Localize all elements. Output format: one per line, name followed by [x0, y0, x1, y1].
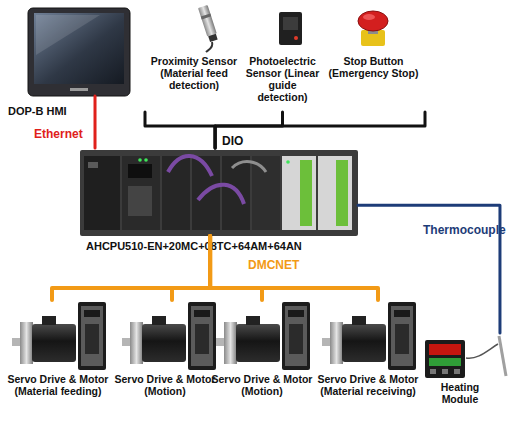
sensor-led [294, 36, 298, 40]
device-node: Stop Button (Emergency Stop) [322, 5, 425, 112]
connection-line [172, 236, 210, 300]
device-node: Servo Drive & Motor (Motion) [115, 300, 215, 420]
plc-rack [80, 150, 358, 236]
controller-key [454, 369, 460, 374]
controller-display [429, 358, 461, 366]
device-label: Servo Drive & Motor (Material receiving) [313, 373, 423, 397]
device-node: Heating Module [422, 333, 510, 408]
device-label: Photoelectric Sensor (Linear guide detec… [243, 55, 322, 103]
device-label: Heating Module [422, 381, 498, 405]
device-node: DOP-B HMI [28, 8, 130, 96]
device-label: Servo Drive & Motor (Motion) [207, 373, 317, 397]
servo-illustration [122, 302, 216, 370]
sensor-nut [201, 13, 211, 19]
device-node: Servo Drive & Motor (Material feeding) [8, 300, 108, 420]
analog-module [318, 156, 352, 230]
device-node: Servo Drive & Motor (Material receiving) [318, 300, 418, 420]
temperature-controller [425, 340, 465, 378]
sensor-lens [283, 17, 298, 30]
sensor-cable [206, 42, 212, 52]
status-led [144, 158, 148, 162]
connection-line [215, 112, 282, 148]
terminal-block [300, 160, 312, 226]
power-module [84, 156, 120, 230]
temperature-module [252, 156, 280, 230]
controller-key [430, 369, 436, 374]
screen-glare [36, 15, 100, 55]
connection-label: Ethernet [34, 127, 83, 141]
device-node: Proximity Sensor (Material feed detectio… [145, 5, 243, 112]
photoelectric-sensor-body [279, 12, 302, 45]
device-label: Stop Button (Emergency Stop) [322, 55, 425, 79]
connection-line [210, 236, 378, 300]
device-label: Servo Drive & Motor (Motion) [110, 373, 220, 397]
hmi-bezel [28, 8, 130, 96]
terminal-block [336, 160, 348, 226]
button-highlight [363, 14, 375, 20]
plc-cable [168, 156, 212, 176]
device-label: DOP-B HMI [8, 105, 118, 118]
cpu-panel [128, 186, 152, 216]
probe-cable [466, 344, 498, 358]
thermocouple-probe [499, 336, 506, 376]
status-led [138, 158, 142, 162]
module-switch [88, 162, 98, 168]
controller-key [442, 369, 448, 374]
status-led [286, 160, 290, 164]
device-node: Servo Drive & Motor (Motion) [212, 300, 312, 420]
device-node: Photoelectric Sensor (Linear guide detec… [243, 5, 322, 112]
proximity-sensor-body [198, 5, 217, 37]
servo-illustration [322, 302, 416, 370]
hmi-screen [34, 13, 124, 84]
servo-illustration [12, 302, 106, 370]
connection-line [145, 112, 215, 148]
connection-line [94, 96, 97, 148]
connection-line [215, 112, 425, 148]
device-label: Servo Drive & Motor (Material feeding) [3, 373, 113, 397]
analog-module [282, 156, 316, 230]
plc-cable [232, 162, 266, 172]
cpu-port [128, 164, 152, 178]
controller-display [429, 344, 461, 355]
cpu-module [122, 156, 160, 230]
sensor-cap [208, 34, 217, 42]
connection-label: DMCNET [248, 258, 299, 272]
motion-module [162, 156, 190, 230]
connection-label: DIO [222, 134, 243, 148]
plc-cable [198, 185, 244, 204]
device-label: AHCPU510-EN+20MC+08TC+64AM+64AN [86, 240, 358, 253]
device-node: AHCPU510-EN+20MC+08TC+64AM+64AN [80, 148, 358, 236]
stop-mushroom [358, 11, 388, 31]
connection-label: Thermocouple [423, 223, 506, 237]
servo-illustration [216, 302, 310, 370]
connection-line [52, 236, 210, 300]
hmi-logo [70, 88, 88, 91]
device-label: Proximity Sensor (Material feed detectio… [145, 55, 243, 91]
